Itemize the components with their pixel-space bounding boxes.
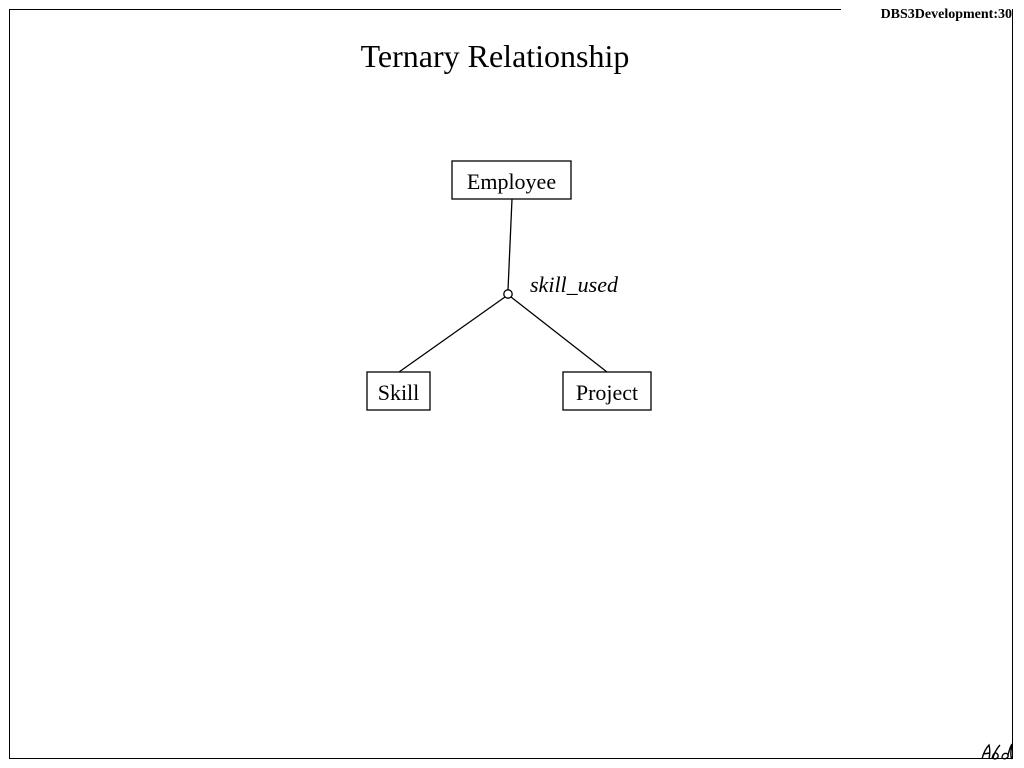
- entity-employee-label: Employee: [467, 169, 556, 194]
- entity-project-box: [562, 371, 652, 411]
- employee-connector-line: [507, 198, 513, 291]
- entity-skill-box: [366, 371, 431, 411]
- slide-frame: [9, 9, 1013, 759]
- entity-skill: Skill: [366, 371, 431, 411]
- slide-id-label: DBS3Development:30: [880, 7, 1012, 22]
- relationship-node: [503, 289, 513, 299]
- slide-title: Ternary Relationship: [360, 38, 630, 74]
- entity-project-label: Project: [576, 380, 638, 405]
- frame-top-rule: [9, 9, 841, 10]
- entity-project: Project: [562, 371, 652, 411]
- relationship-label: skill_used: [530, 272, 619, 297]
- publisher-logo-icon: [981, 743, 1013, 760]
- entity-skill-label: Skill: [378, 380, 420, 405]
- entity-employee: Employee: [451, 160, 572, 200]
- project-connector-line: [510, 296, 608, 373]
- entity-employee-box: [451, 160, 572, 200]
- skill-connector-line: [398, 296, 506, 373]
